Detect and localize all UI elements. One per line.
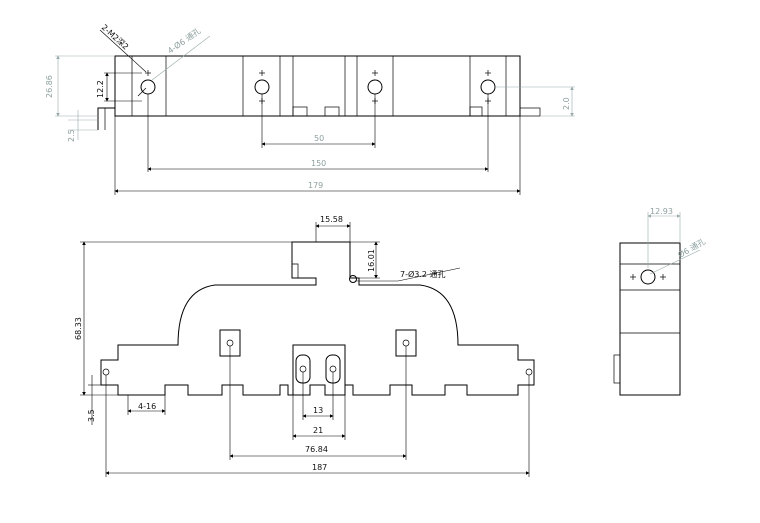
top-view: 2-M2深2 4-Ø6 通孔 26.86 12.2 2.5 2.0 50 150 (45, 23, 575, 195)
front-holes-label: 7-Ø3.2 通孔 (400, 269, 446, 279)
front-slot-inner-label: 13 (313, 406, 323, 415)
top-height-label: 26.86 (45, 75, 54, 98)
top-hole-3 (367, 79, 383, 95)
front-slot-outer-label: 21 (313, 426, 323, 435)
top-view-body (114, 55, 521, 117)
front-top-height-label: 16.01 (367, 249, 376, 272)
side-hole (640, 269, 656, 285)
top-hole-height-label: 12.2 (96, 80, 105, 98)
front-view-outline (100, 241, 535, 396)
top-overall-label: 179 (308, 181, 323, 190)
top-view-step (97, 107, 115, 130)
front-foot-label: 3.5 (87, 409, 96, 422)
top-hole-4 (480, 79, 496, 95)
top-step-label: 2.5 (67, 129, 76, 142)
front-height-label: 68.33 (74, 317, 83, 340)
side-view: Ø6 通孔 12.93 (613, 207, 707, 396)
front-pad-span-label: 76.84 (305, 445, 328, 454)
front-overall-label: 187 (312, 463, 327, 472)
top-hole-1 (140, 79, 156, 95)
top-thread-label: 2-M2深2 (100, 23, 131, 52)
front-view: 15.58 16.01 7-Ø3.2 通孔 68.33 3.5 4-16 13 (74, 215, 535, 477)
front-tab-label: 4-16 (138, 402, 156, 411)
side-hole-label: Ø6 通孔 (676, 236, 707, 260)
top-pitch-label: 50 (314, 134, 324, 143)
top-holes-label: 4-Ø6 通孔 (165, 26, 202, 56)
front-top-width-label: 15.58 (320, 215, 343, 224)
top-span-label: 150 (311, 159, 326, 168)
top-right-height-label: 2.0 (562, 97, 571, 110)
top-hole-2 (254, 79, 270, 95)
front-center-slot (292, 344, 346, 395)
side-width-label: 12.93 (650, 207, 673, 216)
front-top-hole (349, 275, 357, 283)
side-view-body (619, 242, 681, 396)
